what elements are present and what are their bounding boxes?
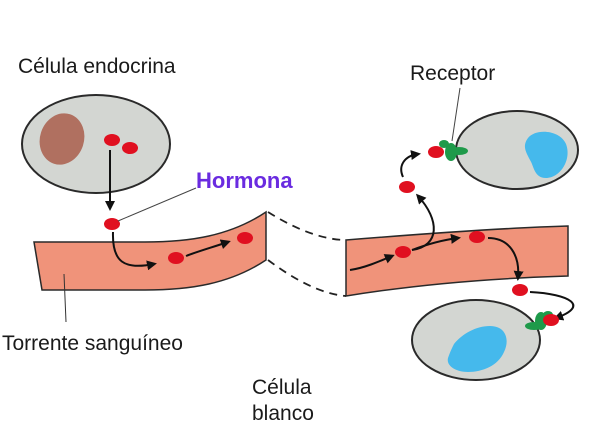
hormone-molecule [122,142,138,154]
pathway-arrow-7 [487,237,524,281]
pathway-arrow-3 [349,254,395,271]
hormone-label: Hormona [196,168,293,193]
receptor-top [439,140,468,161]
hormone-molecule [237,232,253,244]
pathway-arrow-2 [185,239,231,257]
hormone-molecule [104,134,120,146]
pathway-arrow-5 [400,150,421,178]
vessel-gap-top-dashed [267,211,347,241]
vessel-gap-bottom-dashed [267,259,347,297]
hormone-molecule [543,314,559,326]
pathway-arrow-6 [411,233,461,251]
hormone-molecule [168,252,184,264]
hormone-molecule [512,284,528,296]
pathway-arrow-1 [111,231,157,271]
receptor-label: Receptor [410,62,495,85]
blood-vessel-right [345,225,569,297]
endocrine-cell-label: Célula endocrina [18,55,176,78]
hormone-molecule [469,231,485,243]
bloodstream-pointer-line [63,273,67,323]
target-cell-top-nucleus [524,131,568,178]
blood-vessel-left [33,210,267,291]
hormone-molecule [428,146,444,158]
endocrine-cell-nucleus [39,113,85,165]
receptor-pointer-line [451,87,461,142]
hormone-pointer-line [117,187,197,222]
target-cell-bottom-nucleus [447,326,507,372]
hormone-molecule [104,218,120,230]
hormone-molecule [395,246,411,258]
bloodstream-label: Torrente sanguíneo [2,332,183,355]
pathway-arrow-8 [529,291,575,321]
target-cell-label-line2: blanco [252,402,314,425]
target-cell-label-line1: Célula [252,376,312,399]
hormone-molecule [399,181,415,193]
